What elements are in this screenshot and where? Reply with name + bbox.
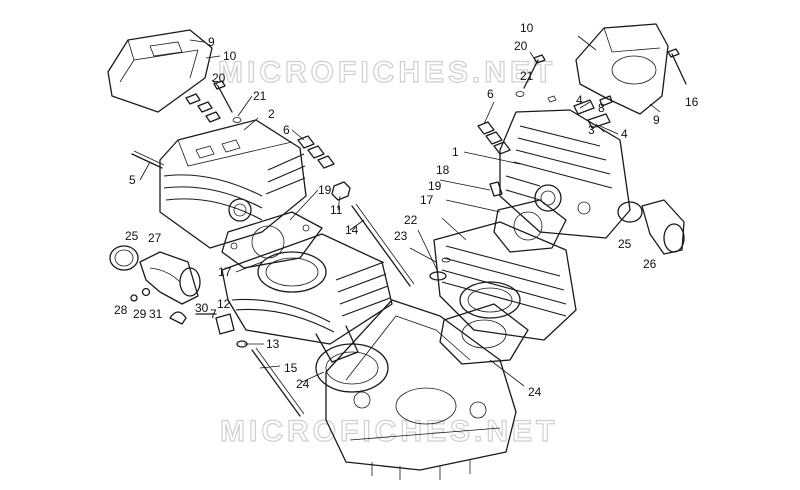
left-cylinder-stud — [251, 347, 305, 417]
right-intake-manifold — [617, 199, 685, 255]
callout-12-left: 12 — [217, 297, 231, 311]
left-base-gasket — [315, 343, 389, 393]
right-base-gasket — [439, 303, 529, 365]
left-cover-bolt — [213, 80, 242, 123]
right-head-gasket — [493, 199, 567, 253]
callout-15-left: 15 — [284, 361, 298, 375]
callout-2-left: 2 — [268, 107, 275, 121]
left-cover-gasket-pads — [185, 93, 221, 123]
right-cylinder-barrel — [433, 221, 577, 341]
right-rocker-parts — [547, 95, 613, 129]
callout-4a-right: 4 — [576, 93, 583, 107]
left-intake-manifold — [109, 245, 201, 305]
right-valve-cover — [575, 23, 669, 115]
leader-lines — [139, 35, 661, 387]
left-long-stud — [331, 181, 415, 287]
right-head-bolt — [515, 54, 546, 97]
callout-28-left: 28 — [114, 303, 128, 317]
callout-17-right: 17 — [420, 193, 434, 207]
callout-20-left: 20 — [212, 71, 226, 85]
left-head-stud — [131, 150, 165, 169]
callout-3-right: 3 — [588, 123, 595, 137]
callout-24-right: 24 — [528, 385, 542, 399]
callout-4b-right: 4 — [621, 127, 628, 141]
callout-5-left: 5 — [129, 173, 136, 187]
callout-31-left: 31 — [149, 307, 163, 321]
callout-14-left: 14 — [345, 223, 359, 237]
callout-11-left: 11 — [330, 203, 343, 217]
callout-30-left: 30 — [195, 301, 209, 315]
callout-10-left: 10 — [223, 49, 237, 63]
callout-25-right: 25 — [618, 237, 632, 251]
callout-7-left: 7 — [210, 307, 217, 321]
right-dowel-pin — [489, 181, 503, 197]
callout-29-left: 29 — [133, 307, 147, 321]
callout-6-left: 6 — [283, 123, 290, 137]
callout-18-right: 18 — [436, 163, 450, 177]
left-cylinder-barrel — [221, 233, 393, 363]
left-valve-cover — [107, 29, 213, 113]
callout-22-right: 22 — [404, 213, 418, 227]
callout-17-left: 17 — [218, 265, 232, 279]
callout-23-right: 23 — [394, 229, 408, 243]
callout-10-right: 10 — [520, 21, 534, 35]
callout-21-right: 21 — [520, 69, 534, 83]
callout-9-left: 9 — [208, 35, 215, 49]
callout-1-right: 1 — [452, 145, 459, 159]
callout-8-right: 8 — [598, 101, 605, 115]
callout-20-right: 20 — [514, 39, 528, 53]
callout-27-left: 27 — [148, 231, 162, 245]
left-valve-shims — [297, 135, 335, 169]
crankcase — [325, 299, 517, 480]
watermark-bottom: MICROFICHES.NET — [220, 415, 558, 448]
right-cover-bolt — [667, 48, 687, 85]
watermark-top: MICROFICHES.NET — [218, 56, 556, 89]
left-small-hardware — [130, 287, 248, 348]
callout-26-right: 26 — [643, 257, 657, 271]
callout-25-left: 25 — [125, 229, 139, 243]
callout-9-right: 9 — [653, 113, 660, 127]
right-cylinder-head — [499, 109, 631, 239]
callout-19-left: 19 — [318, 183, 332, 197]
callout-21-left: 21 — [253, 89, 267, 103]
callout-19-right: 19 — [428, 179, 442, 193]
callout-labels: 9 10 20 21 2 6 5 19 11 14 25 27 17 28 29… — [114, 21, 699, 399]
callout-16-right: 16 — [685, 95, 699, 109]
left-cylinder-head — [159, 119, 307, 249]
callout-6-right: 6 — [487, 87, 494, 101]
callout-24-left: 24 — [296, 377, 310, 391]
callout-13-left: 13 — [266, 337, 280, 351]
